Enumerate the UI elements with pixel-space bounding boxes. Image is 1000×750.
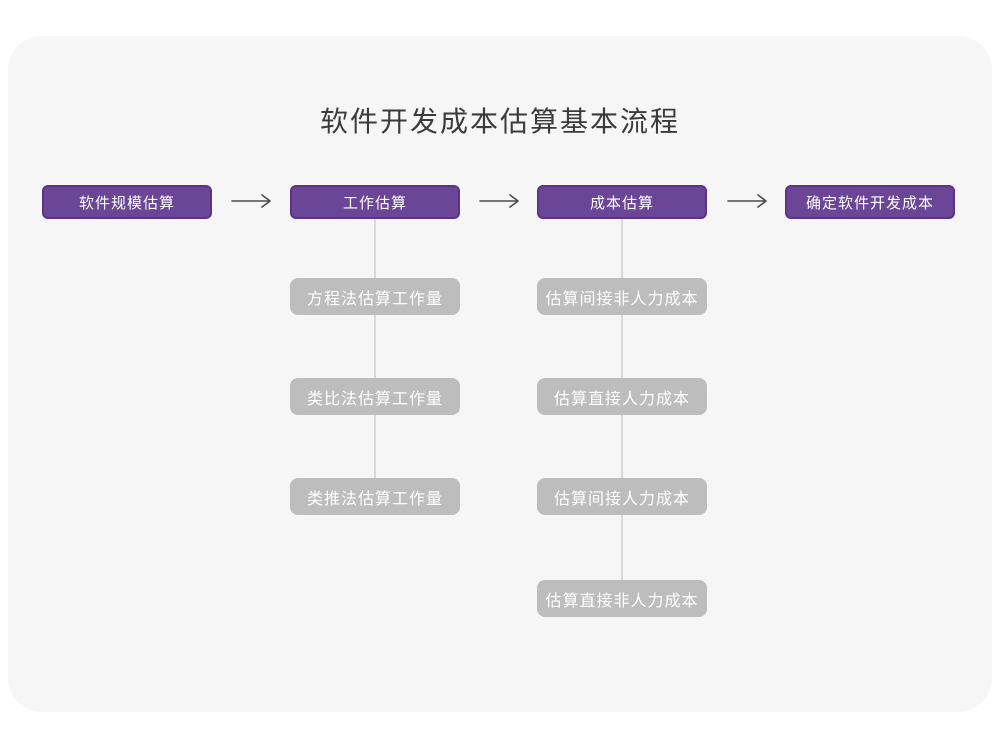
- sub-step-extrapolation-method: 类推法估算工作量: [290, 478, 460, 515]
- main-step-label: 成本估算: [589, 194, 654, 212]
- sub-step-label: 估算间接人力成本: [553, 490, 690, 508]
- main-step-cost-estimation: 成本估算: [537, 185, 707, 219]
- main-step-work-estimation: 工作估算: [290, 185, 460, 219]
- arrow-right-icon: [479, 194, 519, 208]
- sub-step-label: 方程法估算工作量: [306, 290, 443, 308]
- main-step-label: 工作估算: [342, 194, 407, 212]
- main-step-software-scale-estimation: 软件规模估算: [42, 185, 212, 219]
- sub-step-direct-nonlabor-cost: 估算直接非人力成本: [537, 580, 707, 617]
- connector-line-work-estimation: [374, 218, 376, 497]
- sub-step-analogy-method: 类比法估算工作量: [290, 378, 460, 415]
- flow-card: [8, 36, 992, 712]
- sub-step-indirect-nonlabor-cost: 估算间接非人力成本: [537, 278, 707, 315]
- sub-step-label: 估算直接非人力成本: [545, 592, 699, 610]
- arrow-right-icon: [231, 194, 271, 208]
- sub-step-label: 类比法估算工作量: [306, 390, 443, 408]
- main-step-label: 确定软件开发成本: [805, 194, 934, 212]
- sub-step-label: 估算间接非人力成本: [545, 290, 699, 308]
- diagram-title: 软件开发成本估算基本流程: [319, 106, 680, 137]
- sub-step-equation-method: 方程法估算工作量: [290, 278, 460, 315]
- main-step-determine-software-dev-cost: 确定软件开发成本: [785, 185, 955, 219]
- sub-step-label: 类推法估算工作量: [306, 490, 443, 508]
- main-step-label: 软件规模估算: [78, 194, 175, 212]
- sub-step-indirect-labor-cost: 估算间接人力成本: [537, 478, 707, 515]
- sub-step-label: 估算直接人力成本: [553, 390, 690, 408]
- sub-step-direct-labor-cost: 估算直接人力成本: [537, 378, 707, 415]
- arrow-right-icon: [727, 194, 767, 208]
